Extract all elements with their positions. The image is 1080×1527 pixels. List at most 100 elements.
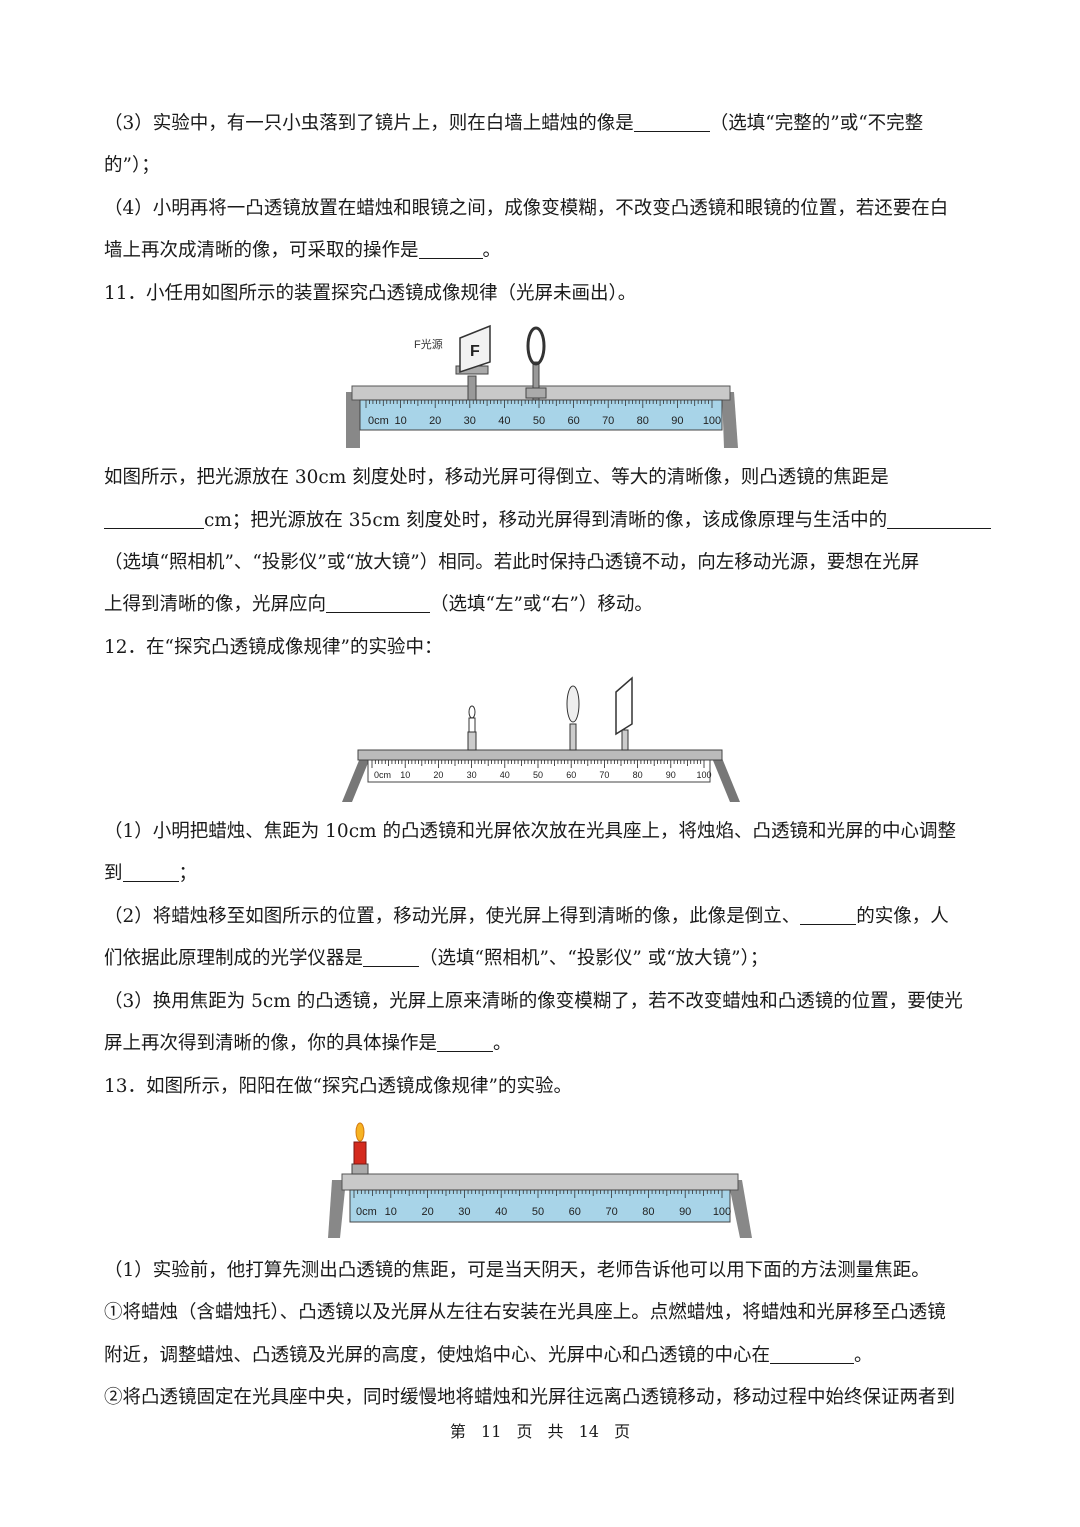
ruler-label: 40 [500,770,510,780]
q12-part2-text3: 们依据此原理制成的光学仪器是 [104,948,364,969]
q11-text-2: cm；把光源放在 35cm 刻度处时，移动光屏得到清晰的像，该成像原理与生活中的 [204,510,888,531]
candle-flame [468,705,476,719]
ruler-label: 90 [671,415,683,427]
answer-blank[interactable] [418,240,483,259]
light-screen [615,676,633,736]
q13-step1-text: ①将蜡烛（含蜡烛托）、凸透镜以及光屏从左往右安装在光具座上。点燃蜡烛，将蜡烛和光… [104,1302,946,1323]
ruler-label: 0cm [374,770,391,780]
ruler-label: 80 [637,415,649,427]
q12-part2-text4: （选填“照相机”、“投影仪” 或“放大镜”）； [419,948,769,969]
q13-step1-line2: 附近，调整蜡烛、凸透镜及光屏的高度，使烛焰中心、光屏中心和凸透镜的中心在。 [104,1344,873,1368]
light-source-letter: F [470,343,480,360]
ruler-label: 50 [533,770,543,780]
ruler-label: 90 [666,770,676,780]
ruler-label: 70 [599,770,609,780]
period: 。 [482,240,502,261]
q10-part4-line2: 墙上再次成清晰的像，可采取的操作是 。 [104,239,501,263]
q13-step2: ②将凸透镜固定在光具座中央，同时缓慢地将蜡烛和光屏往远离凸透镜移动，移动过程中始… [104,1386,955,1410]
q12-part1-line1: （1）小明把蜡烛、焦距为 10cm 的凸透镜和光屏依次放在光具座上，将烛焰、凸透… [104,820,956,844]
ruler-label: 50 [533,415,545,427]
q11-text-3: （选填“照相机”、“投影仪”或“放大镜”）相同。若此时保持凸透镜不动，向左移动光… [104,552,920,573]
ruler [359,399,723,431]
answer-blank[interactable] [122,863,179,882]
period: 。 [493,1033,512,1054]
screen-post [621,729,629,751]
q10-part4-text: （4）小明再将一凸透镜放置在蜡烛和眼镜之间，成像变模糊，不改变凸透镜和眼镜的位置… [104,198,949,219]
q10-part4-text2: 墙上再次成清晰的像，可采取的操作是 [104,240,419,261]
ruler-label: 40 [498,415,510,427]
ruler-label: 60 [567,415,579,427]
ruler-label: 100 [696,770,711,780]
q12-part1-text2: 到 [104,863,123,884]
light-source-label: F光源 [414,337,443,351]
q13-part1-text: （1）实验前，他打算先测出凸透镜的焦距，可是当天阴天，老师告诉他可以用下面的方法… [104,1260,930,1281]
right-support [712,758,740,802]
q13-step1-line1: ①将蜡烛（含蜡烛托）、凸透镜以及光屏从左往右安装在光具座上。点燃蜡烛，将蜡烛和光… [104,1301,946,1325]
q10-part3-line2: 的”）； [104,154,160,178]
q12-part2-text: （2）将蜡烛移至如图所示的位置，移动光屏，使光屏上得到清晰的像，此像是倒立、 [104,906,801,927]
ruler-label: 20 [429,415,441,427]
q12-title: 12．在“探究凸透镜成像规律”的实验中： [104,636,442,660]
answer-blank[interactable] [770,1345,855,1364]
q11-line1: 如图所示，把光源放在 30cm 刻度处时，移动光屏可得倒立、等大的清晰像，则凸透… [104,466,889,490]
ruler-label: 80 [642,1206,654,1218]
q11-text-4: 上得到清晰的像，光屏应向 [104,594,327,615]
q11-title-text: 11．小任用如图所示的装置探究凸透镜成像规律（光屏未画出）。 [104,283,637,304]
q11-line4: 上得到清晰的像，光屏应向（选填“左”或“右”）移动。 [104,593,653,617]
optical-bench-rail [357,749,723,761]
ruler [367,759,711,783]
q13-title: 13．如图所示，阳阳在做“探究凸透镜成像规律”的实验。 [104,1075,572,1099]
candle [468,717,476,733]
q13-step2-text: ②将凸透镜固定在光具座中央，同时缓慢地将蜡烛和光屏往远离凸透镜移动，移动过程中始… [104,1387,956,1408]
ruler-label: 0cm [368,415,389,427]
q11-line3: （选填“照相机”、“投影仪”或“放大镜”）相同。若此时保持凸透镜不动，向左移动光… [104,551,919,575]
answer-blank[interactable] [437,1033,494,1052]
ruler-label: 80 [633,770,643,780]
ruler-label: 70 [602,415,614,427]
q12-part3-line2: 屏上再次得到清晰的像，你的具体操作是 。 [104,1032,512,1056]
ruler-label: 30 [458,1206,470,1218]
light-source-post [467,375,477,401]
candle [353,1141,367,1165]
ruler-label: 100 [713,1206,731,1218]
lens-post [532,361,540,401]
period: 。 [854,1345,873,1366]
right-support [722,392,738,448]
convex-lens [566,685,580,723]
ruler-label: 90 [679,1206,691,1218]
answer-blank[interactable] [800,906,857,925]
candle-holder [351,1163,369,1175]
optical-bench-rail [341,1173,739,1191]
q10-part3-text: （3）实验中，有一只小虫落到了镜片上，则在白墙上蜡烛的像是 [104,113,634,134]
answer-blank[interactable] [326,594,431,613]
ruler-label: 10 [400,770,410,780]
q12-part2-line1: （2）将蜡烛移至如图所示的位置，移动光屏，使光屏上得到清晰的像，此像是倒立、 的实… [104,905,949,929]
q12-part3-line1: （3）换用焦距为 5cm 的凸透镜，光屏上原来清晰的像变模糊了，若不改变蜡烛和凸… [104,990,963,1014]
q13-part1: （1）实验前，他打算先测出凸透镜的焦距，可是当天阴天，老师告诉他可以用下面的方法… [104,1259,930,1283]
ruler-label: 100 [703,415,721,427]
ruler-label: 30 [464,415,476,427]
q12-part2-line2: 们依据此原理制成的光学仪器是 （选填“照相机”、“投影仪” 或“放大镜”）； [104,947,768,971]
ruler-ticks [371,760,705,768]
answer-blank[interactable] [633,113,710,132]
ruler-label: 40 [495,1206,507,1218]
q11-text-1: 如图所示，把光源放在 30cm 刻度处时，移动光屏可得倒立、等大的清晰像，则凸透… [104,467,889,488]
q12-part2-text2: 的实像，人 [856,906,949,927]
answer-blank[interactable] [887,510,992,529]
q10-part3-tail: 的”）； [104,155,160,176]
ruler-label: 0cm [356,1206,377,1218]
q12-part1-line2: 到； [104,862,197,886]
right-support [728,1180,752,1238]
ruler-label: 50 [532,1206,544,1218]
ruler-ticks [353,1190,723,1198]
q12-part3-text2: 屏上再次得到清晰的像，你的具体操作是 [104,1033,438,1054]
answer-blank[interactable] [104,510,204,529]
ruler-label: 20 [433,770,443,780]
answer-blank[interactable] [363,948,420,967]
q12-part1-text: （1）小明把蜡烛、焦距为 10cm 的凸透镜和光屏依次放在光具座上，将烛焰、凸透… [104,821,956,842]
q10-part3-line1: （3）实验中，有一只小虫落到了镜片上，则在白墙上蜡烛的像是（选填“完整的”或“不… [104,112,923,136]
